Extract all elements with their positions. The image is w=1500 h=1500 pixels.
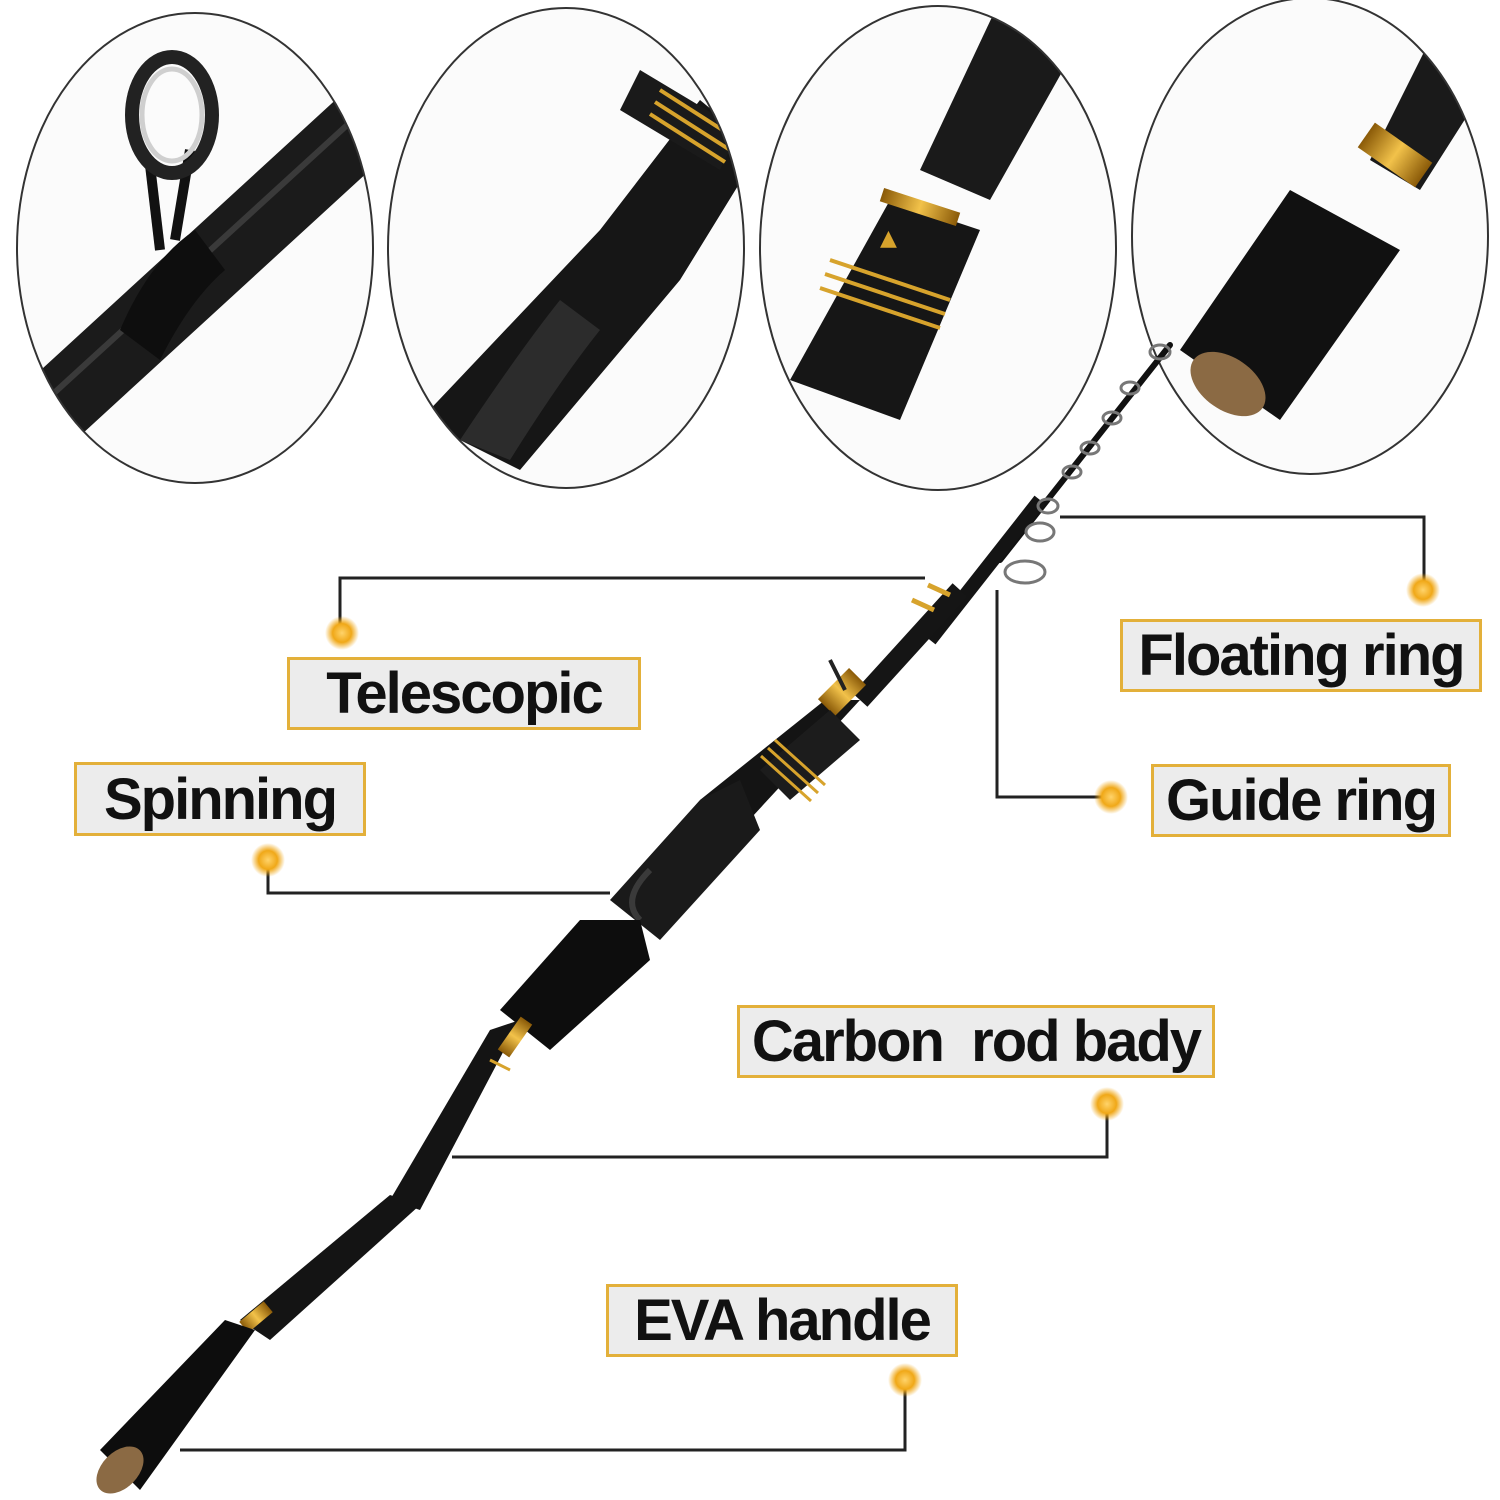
- guide-ring-text: Guide ring: [1166, 768, 1438, 833]
- telescopic-text: Telescopic: [326, 661, 603, 726]
- svg-text:▲: ▲: [880, 226, 897, 251]
- floating-ring-text: Floating ring: [1138, 623, 1465, 688]
- gold-trim-closeup: ▲: [759, 5, 1117, 491]
- fishing-rod: [96, 342, 1173, 1494]
- carbon-rod-body-label: Carbon rod bady: [737, 1005, 1215, 1078]
- eva-handle-text: EVA handle: [634, 1288, 932, 1353]
- eva-handle-closeup: [1131, 0, 1489, 475]
- guide-ring-label: Guide ring: [1151, 764, 1451, 837]
- spinning-text: Spinning: [103, 766, 338, 832]
- reel-seat-closeup: [387, 7, 745, 489]
- spinning-label: Spinning: [74, 762, 366, 836]
- carbon-rod-body-text: Carbon rod bady: [751, 1009, 1202, 1074]
- guide-ring-closeup: [16, 12, 374, 484]
- callout-dots: [251, 573, 1440, 1397]
- floating-ring-label: Floating ring: [1120, 619, 1482, 692]
- telescopic-label: Telescopic: [287, 657, 641, 730]
- eva-handle-label: EVA handle: [606, 1284, 958, 1357]
